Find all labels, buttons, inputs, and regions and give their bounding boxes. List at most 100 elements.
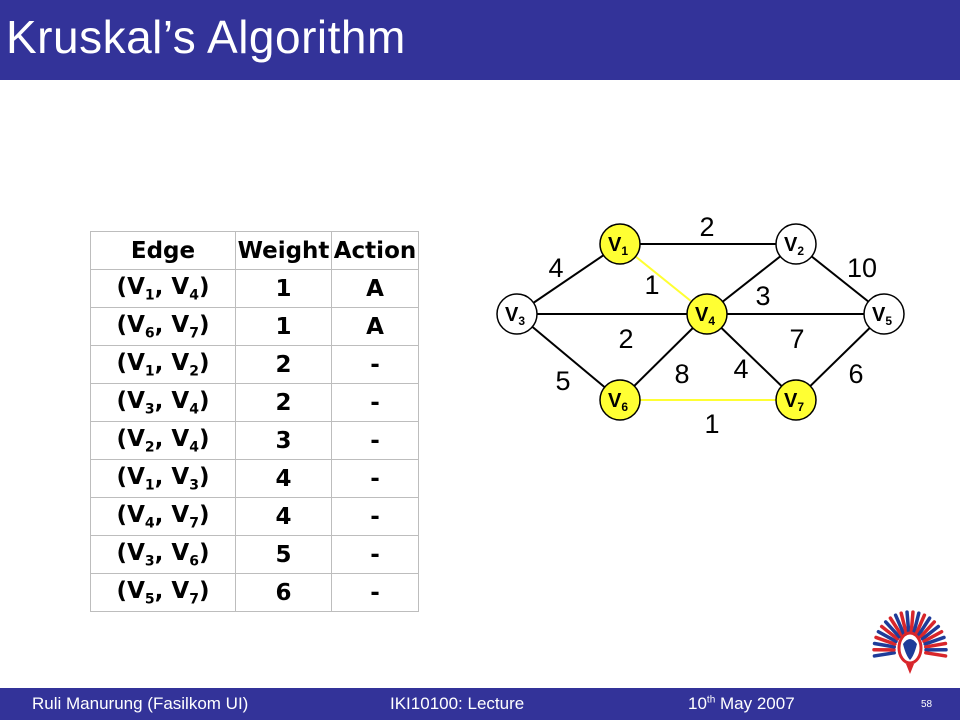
weight-cell: 2 bbox=[235, 345, 332, 384]
table-row: (V5, V7)6- bbox=[90, 573, 419, 612]
edge-from-index: 1 bbox=[144, 287, 155, 304]
edge-to: V bbox=[171, 539, 190, 566]
edge-cell: (V2, V4) bbox=[90, 421, 236, 460]
node-index: 4 bbox=[708, 314, 715, 328]
node-circle bbox=[775, 223, 817, 265]
edge-from-index: 3 bbox=[144, 401, 155, 418]
node-circle bbox=[686, 293, 728, 335]
node-circle bbox=[599, 379, 641, 421]
action-cell: - bbox=[331, 459, 419, 498]
action-cell: - bbox=[331, 573, 419, 612]
node-circle bbox=[863, 293, 905, 335]
footer-author: Ruli Manurung (Fasilkom UI) bbox=[32, 694, 249, 713]
edge-cell: (V3, V6) bbox=[90, 535, 236, 574]
edge-to-index: 4 bbox=[189, 401, 199, 418]
edge-to: V bbox=[171, 387, 190, 414]
edge-to-index: 7 bbox=[189, 325, 199, 342]
edge-from-index: 4 bbox=[144, 515, 155, 532]
node-index: 3 bbox=[518, 314, 525, 328]
node-circle bbox=[599, 223, 641, 265]
university-crest-icon bbox=[870, 604, 950, 685]
edge-from: V bbox=[127, 425, 145, 452]
footer-date-suffix: th bbox=[706, 694, 716, 706]
node-v3: V3 bbox=[496, 293, 538, 335]
weight-cell: 5 bbox=[235, 535, 332, 574]
edge-from-index: 3 bbox=[144, 553, 155, 570]
node-index: 2 bbox=[797, 244, 804, 258]
edge-to-index: 3 bbox=[189, 477, 199, 494]
node-label: V2 bbox=[784, 234, 804, 258]
edge-to: V bbox=[171, 577, 190, 604]
edge-from: V bbox=[127, 273, 145, 300]
node-label: V1 bbox=[608, 234, 628, 258]
table-row: (V4, V7)4- bbox=[90, 497, 419, 536]
edge-cell: (V6, V7) bbox=[90, 307, 236, 346]
node-label: V4 bbox=[695, 304, 715, 328]
weight-cell: 2 bbox=[235, 383, 332, 422]
page-number: 58 bbox=[921, 699, 933, 710]
node-letter: V bbox=[784, 234, 798, 256]
edge-v3-v6 bbox=[516, 313, 621, 401]
edge-from: V bbox=[127, 349, 145, 376]
title-bar: Kruskal’s Algorithm bbox=[0, 0, 960, 80]
node-v7: V7 bbox=[775, 379, 817, 421]
header-action: Action bbox=[331, 231, 419, 270]
edge-weight-v4-v6: 8 bbox=[674, 359, 689, 389]
node-letter: V bbox=[608, 234, 622, 256]
node-index: 6 bbox=[621, 400, 628, 414]
footer-course: IKI10100: Lecture bbox=[390, 694, 525, 713]
edge-to-index: 6 bbox=[189, 553, 199, 570]
node-circle bbox=[496, 293, 538, 335]
footer-bar: Ruli Manurung (Fasilkom UI) IKI10100: Le… bbox=[0, 688, 960, 720]
edge-weight-v3-v6: 5 bbox=[555, 366, 570, 396]
edge-from-index: 1 bbox=[144, 477, 155, 494]
weight-cell: 3 bbox=[235, 421, 332, 460]
edge-from: V bbox=[127, 501, 145, 528]
edge-v1-v3 bbox=[516, 243, 621, 315]
edge-from: V bbox=[127, 577, 145, 604]
edge-to-index: 7 bbox=[189, 591, 199, 608]
action-cell: - bbox=[331, 383, 419, 422]
node-label: V3 bbox=[505, 304, 525, 328]
action-cell: - bbox=[331, 535, 419, 574]
action-cell: - bbox=[331, 345, 419, 384]
footer-date-day: 10 bbox=[688, 694, 707, 713]
node-v1: V1 bbox=[599, 223, 641, 265]
edge-weight-v2-v5: 10 bbox=[847, 253, 877, 283]
slide-title: Kruskal’s Algorithm bbox=[6, 11, 406, 63]
edge-from: V bbox=[127, 311, 145, 338]
edge-cell: (V4, V7) bbox=[90, 497, 236, 536]
edge-cell: (V1, V2) bbox=[90, 345, 236, 384]
edge-to-index: 7 bbox=[189, 515, 199, 532]
edge-weight-v2-v4: 3 bbox=[755, 281, 770, 311]
edge-from-index: 1 bbox=[144, 363, 155, 380]
edge-weight-v4-v7: 4 bbox=[733, 354, 748, 384]
header-edge: Edge bbox=[90, 231, 236, 270]
edge-from: V bbox=[127, 387, 145, 414]
node-letter: V bbox=[872, 304, 886, 326]
edge-from-index: 6 bbox=[144, 325, 155, 342]
node-v4: V4 bbox=[686, 293, 728, 335]
edge-to: V bbox=[171, 273, 190, 300]
node-label: V5 bbox=[872, 304, 892, 328]
node-label: V7 bbox=[784, 390, 804, 414]
edge-to: V bbox=[171, 311, 190, 338]
edge-from-index: 5 bbox=[144, 591, 155, 608]
edge-to: V bbox=[171, 425, 190, 452]
node-letter: V bbox=[608, 390, 622, 412]
edge-weight-v1-v2: 2 bbox=[699, 212, 714, 242]
edge-weight-v1-v3: 4 bbox=[548, 253, 563, 283]
table-row: (V3, V4)2- bbox=[90, 383, 419, 422]
edge-weight-v1-v4: 1 bbox=[644, 270, 659, 300]
table-row: (V2, V4)3- bbox=[90, 421, 419, 460]
edge-to-index: 2 bbox=[189, 363, 199, 380]
edge-weight-v3-v4: 2 bbox=[618, 324, 633, 354]
node-v6: V6 bbox=[599, 379, 641, 421]
edge-to-index: 4 bbox=[189, 287, 199, 304]
node-circle bbox=[775, 379, 817, 421]
edge-to: V bbox=[171, 501, 190, 528]
